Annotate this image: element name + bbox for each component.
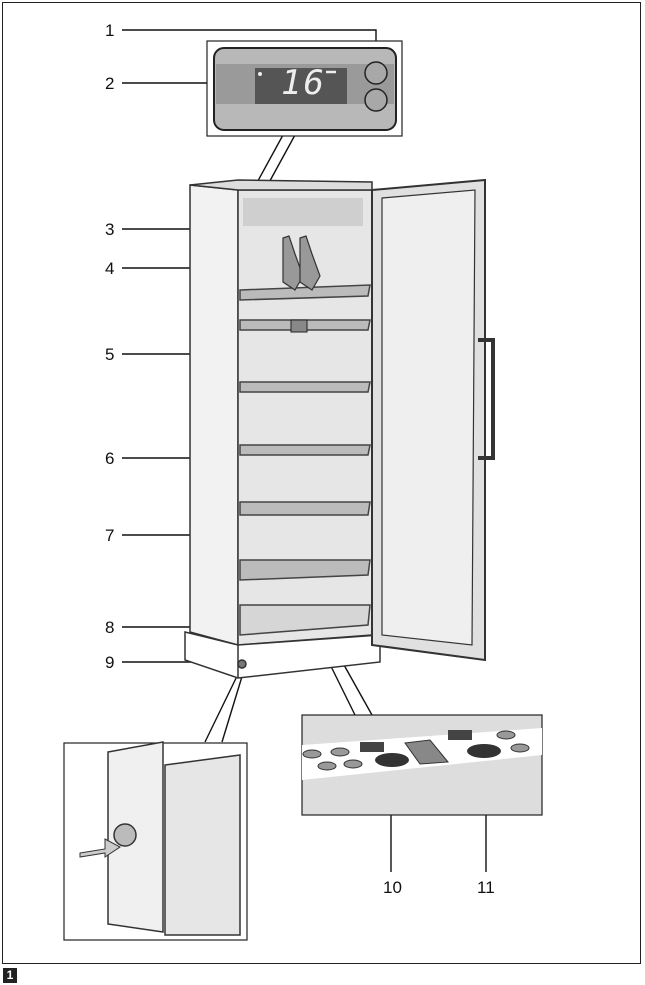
callout-11: 11 [477,878,495,897]
bottles [282,235,321,291]
setting-button-up [364,61,388,85]
cabinet [184,179,381,679]
button-10 [375,753,409,767]
key-lock-icon [113,823,137,847]
callout-1: 1 [105,21,115,40]
ventilation-panel-inset [301,714,543,816]
figure-frame [2,2,641,964]
callout-6: 6 [105,449,115,468]
on-off-symbol-icon [360,742,384,752]
lock-inset [63,741,248,941]
glass-door [371,178,495,662]
setting-button-down [364,88,388,112]
button-11 [467,744,501,758]
callout-7: 7 [105,526,115,545]
temperature-display: 16 [281,63,326,103]
control-panel-inset [206,40,403,137]
callout-5: 5 [105,345,115,364]
arrow-icon [79,838,121,858]
callout-2: 2 [105,74,115,93]
callout-8: 8 [105,618,115,637]
lock-icon [237,659,247,669]
fan-symbol-icon [448,730,472,740]
thermometer [290,319,308,333]
callout-3: 3 [105,220,115,239]
callout-4: 4 [105,259,115,278]
callout-10: 10 [383,878,402,897]
door-handle [478,338,495,460]
shelves [239,284,371,636]
callout-9: 9 [105,653,115,672]
figure-number: 1 [3,968,17,983]
